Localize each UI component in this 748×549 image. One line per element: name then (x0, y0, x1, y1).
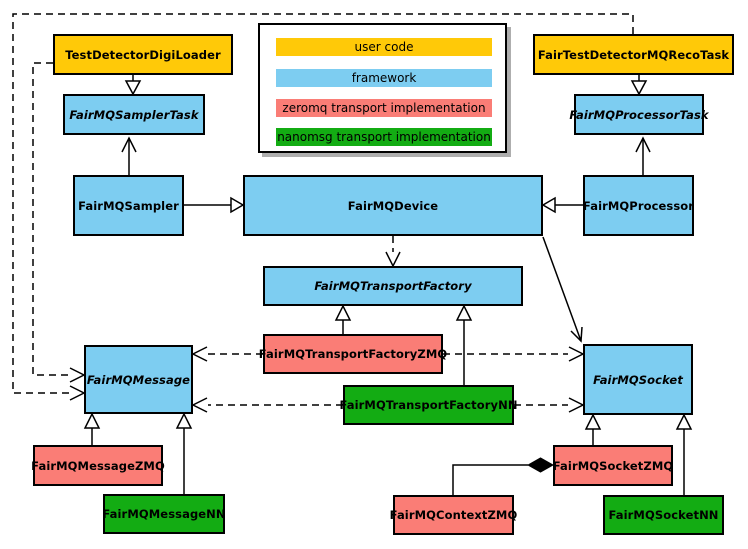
edge-factoryzmq-message (191, 346, 263, 362)
class-box-fairmqprocessortask: FairMQProcessorTask (569, 94, 709, 135)
legend-swatch-framework: framework (276, 69, 492, 87)
edge-digiloader-samplertask (124, 75, 142, 96)
class-box-fairmqsocketnn: FairMQSocketNN (603, 495, 724, 535)
edge-contextzmq-socketzmq-line (452, 464, 528, 495)
class-box-testdetectordigiloader: TestDetectorDigiLoader (53, 34, 233, 75)
generalization-arrowhead (675, 413, 693, 430)
open-arrowhead (385, 251, 401, 268)
class-box-fairmqdevice: FairMQDevice (243, 175, 543, 236)
open-arrowhead (635, 136, 651, 153)
open-arrowhead (69, 367, 86, 383)
generalization-arrowhead (124, 80, 142, 96)
legend-swatch-nanomsg: nanomsg transport implementation (276, 128, 492, 146)
legend-label-framework: framework (351, 71, 417, 85)
edge-processor-device (541, 196, 583, 214)
class-box-fairmqsampler: FairMQSampler (73, 175, 184, 236)
legend-swatch-zeromq: zeromq transport implementation (276, 99, 492, 117)
class-box-fairmqtransportfactorynn: FairMQTransportFactoryNN (339, 385, 517, 425)
open-arrowhead (191, 397, 208, 413)
class-box-fairmqsocketzmq: FairMQSocketZMQ (553, 445, 673, 486)
edge-factorynn-socket (514, 397, 585, 413)
legend-box: user code framework zeromq transport imp… (258, 23, 507, 153)
legend-label-zeromq: zeromq transport implementation (282, 101, 486, 115)
generalization-arrowhead (541, 196, 556, 214)
edge-recotask-processortask (630, 75, 648, 96)
class-box-fairmqsamplertask: FairMQSamplerTask (63, 94, 205, 135)
class-box-fairmqmessagezmq: FairMQMessageZMQ (31, 445, 165, 486)
edge-sampler-device (184, 196, 245, 214)
open-arrowhead (191, 346, 208, 362)
class-box-fairmqtransportfactoryzmq: FairMQTransportFactoryZMQ (259, 334, 447, 374)
edge-socketzmq-socket (584, 413, 602, 445)
edge-digiloader-message-line (32, 62, 70, 376)
legend-label-nanomsg: nanomsg transport implementation (277, 130, 491, 144)
edge-device-transportfactory (385, 236, 401, 268)
edge-factorynn-factory (455, 304, 473, 385)
edge-factoryzmq-factory (334, 304, 352, 334)
generalization-arrowhead (334, 304, 352, 321)
edge-messagezmq-message (83, 412, 101, 445)
generalization-arrowhead (630, 80, 648, 96)
edge-factorynn-message (191, 397, 343, 413)
generalization-arrowhead (230, 196, 245, 214)
open-arrowhead (568, 346, 585, 362)
class-box-fairmqcontextzmq: FairMQContextZMQ (390, 495, 517, 535)
edge-sampler-samplertask (121, 136, 137, 175)
generalization-arrowhead (175, 412, 193, 429)
composition-diamond (526, 457, 555, 473)
class-box-fairmqmessagenn: FairMQMessageNN (102, 494, 226, 534)
class-box-fairmqprocessor: FairMQProcessor (583, 175, 694, 236)
class-box-fairtestdetectormqrecotask: FairTestDetectorMQRecoTask (533, 34, 734, 75)
legend-swatch-user-code: user code (276, 38, 492, 56)
open-arrowhead (568, 397, 585, 413)
legend-label-user-code: user code (354, 40, 414, 54)
class-box-fairmqmessage: FairMQMessage (84, 345, 193, 414)
edge-contextzmq-socketzmq (452, 457, 555, 495)
open-arrowhead (121, 136, 137, 153)
open-arrowhead (570, 326, 583, 343)
edge-recotask-message-line (12, 13, 634, 394)
generalization-arrowhead (584, 413, 602, 430)
edge-socketnn-socket (675, 413, 693, 495)
class-box-fairmqsocket: FairMQSocket (583, 344, 693, 415)
generalization-arrowhead (83, 412, 101, 429)
edge-processor-processortask (635, 136, 651, 175)
edge-device-socket (542, 236, 583, 343)
edge-messagenn-message (175, 412, 193, 494)
open-arrowhead (69, 385, 86, 401)
class-box-fairmqtransportfactory: FairMQTransportFactory (263, 266, 523, 306)
generalization-arrowhead (455, 304, 473, 321)
edge-device-socket-line (542, 236, 582, 342)
